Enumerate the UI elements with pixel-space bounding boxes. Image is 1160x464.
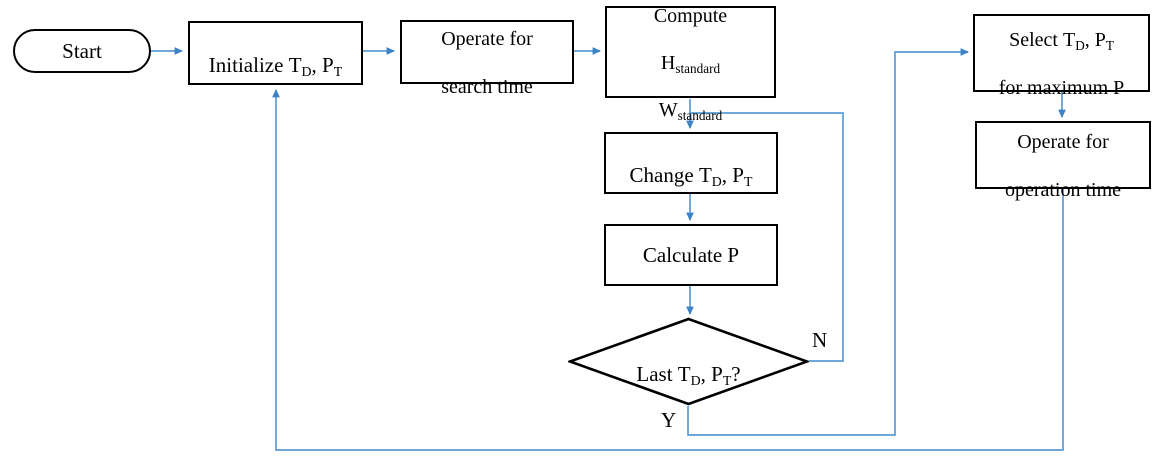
diamond-shape bbox=[568, 317, 809, 406]
decision-var2: P bbox=[711, 361, 723, 386]
node-calculate-p-label: Calculate P bbox=[642, 242, 740, 267]
node-operate-search-time[interactable]: Operate for search time bbox=[400, 20, 574, 98]
select-word: Select bbox=[1009, 29, 1058, 52]
node-compute-standards-label: Compute Hstandard Wstandard bbox=[607, 0, 774, 123]
node-decision-last-params-label: Last TD, PT? bbox=[568, 337, 809, 388]
edge-label-no: N bbox=[812, 328, 828, 352]
operate-search-line1: Operate for bbox=[441, 28, 533, 51]
node-decision-last-params[interactable]: Last TD, PT? bbox=[568, 317, 809, 406]
operate-operation-line2: operation time bbox=[1004, 178, 1122, 201]
node-select-max-p-label: Select TD, PT for maximum P bbox=[975, 6, 1148, 100]
operate-search-line2: search time bbox=[441, 75, 533, 98]
node-start[interactable]: Start bbox=[13, 29, 151, 73]
node-change-params-label: Change TD, PT bbox=[606, 138, 776, 190]
change-sub1: D bbox=[711, 174, 722, 190]
compute-w-sub: standard bbox=[677, 108, 723, 124]
change-var1: T bbox=[698, 163, 712, 187]
initialize-var2: P bbox=[322, 53, 334, 77]
compute-line1: Compute bbox=[653, 4, 728, 27]
initialize-sub2: T bbox=[333, 64, 343, 80]
compute-h-var: H bbox=[660, 52, 676, 74]
node-calculate-p[interactable]: Calculate P bbox=[604, 224, 778, 286]
select-sub1: D bbox=[1075, 38, 1085, 54]
decision-sub2: T bbox=[722, 372, 732, 388]
node-initialize[interactable]: Initialize TD, PT bbox=[188, 21, 363, 85]
select-sub2: T bbox=[1105, 38, 1114, 54]
compute-h-sub: standard bbox=[675, 60, 721, 76]
decision-sub1: D bbox=[690, 372, 701, 388]
compute-w-var: W bbox=[658, 99, 678, 122]
select-var2: P bbox=[1094, 29, 1106, 52]
initialize-sub1: D bbox=[301, 64, 312, 80]
node-change-params[interactable]: Change TD, PT bbox=[604, 132, 778, 194]
edge-label-yes: Y bbox=[661, 408, 677, 432]
decision-word: Last bbox=[636, 361, 673, 386]
select-var1: T bbox=[1062, 29, 1076, 52]
decision-question-mark: ? bbox=[731, 361, 741, 386]
decision-var1: T bbox=[677, 361, 691, 386]
node-operate-operation-time-label: Operate for operation time bbox=[977, 108, 1149, 202]
node-compute-standards[interactable]: Compute Hstandard Wstandard bbox=[605, 5, 776, 123]
node-initialize-label: Initialize TD, PT bbox=[190, 28, 361, 80]
initialize-word: Initialize bbox=[208, 53, 284, 77]
change-sep: , bbox=[721, 163, 733, 187]
node-select-max-p[interactable]: Select TD, PT for maximum P bbox=[973, 14, 1150, 99]
decision-sep: , bbox=[700, 361, 712, 386]
change-sub2: T bbox=[743, 174, 753, 190]
initialize-sep: , bbox=[311, 53, 323, 77]
select-line2: for maximum P bbox=[998, 76, 1125, 99]
node-operate-operation-time[interactable]: Operate for operation time bbox=[975, 121, 1151, 201]
initialize-var1: T bbox=[288, 53, 302, 77]
change-word: Change bbox=[629, 163, 694, 187]
select-sep: , bbox=[1084, 29, 1095, 52]
operate-operation-line1: Operate for bbox=[1017, 131, 1109, 154]
node-operate-search-time-label: Operate for search time bbox=[402, 5, 572, 99]
change-var2: P bbox=[732, 163, 744, 187]
node-start-label: Start bbox=[62, 38, 102, 63]
